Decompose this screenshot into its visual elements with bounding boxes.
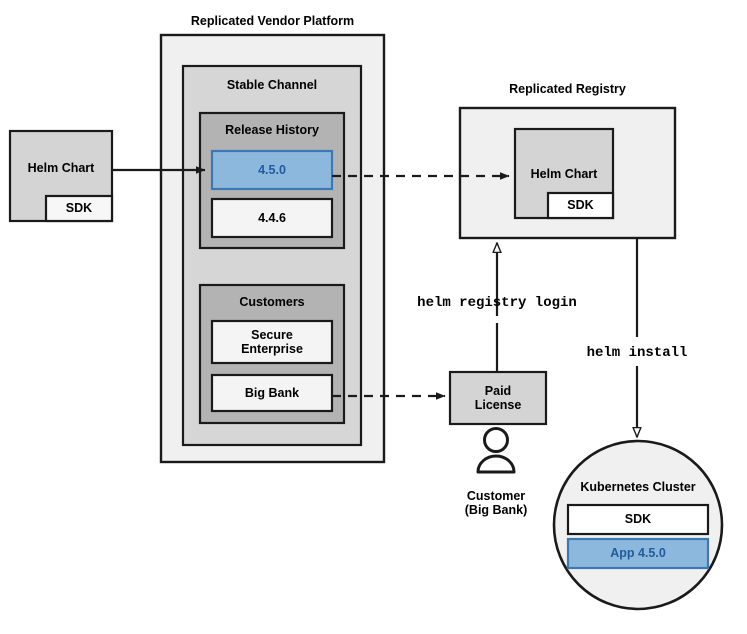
customer-secure-enterprise-box	[210, 319, 334, 365]
source-helm-chart-sdk-box	[44, 194, 114, 223]
person-icon	[476, 427, 516, 474]
cluster-sdk-box	[566, 503, 710, 536]
registry-title: Replicated Registry	[509, 82, 626, 96]
cluster-app-box	[566, 537, 710, 570]
customer-big-bank-box	[210, 373, 334, 413]
registry-helm-chart-sdk-box	[546, 191, 615, 220]
release-previous-box	[210, 197, 334, 239]
edge-label-helm-install: helm install	[586, 345, 688, 361]
vendor-platform-title: Replicated Vendor Platform	[190, 14, 355, 28]
release-current-box	[210, 149, 334, 191]
edge-label-helm-registry-login: helm registry login	[417, 295, 577, 311]
paid-license-box	[448, 370, 548, 426]
